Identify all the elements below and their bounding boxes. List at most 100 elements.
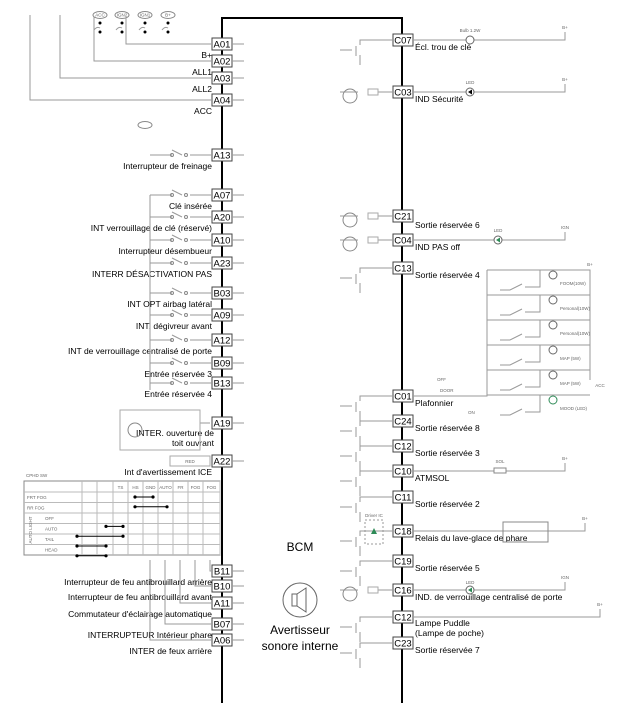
pin-id: C03 [394, 88, 411, 99]
switch-arm [138, 26, 146, 31]
mosfet-driver-icon [340, 642, 393, 668]
pin-id: A13 [214, 151, 231, 162]
pin-id: A23 [214, 259, 231, 270]
switch-icon [150, 234, 212, 241]
bulb-icon [548, 320, 558, 330]
switch-contact [170, 291, 174, 295]
pin-label: INTER de feux arrière [129, 646, 212, 656]
supply-wire [413, 32, 566, 41]
table-dot [75, 544, 79, 548]
supply-label: B+ [562, 456, 568, 461]
pin-label: IND. de verrouillage centralisé de porte [415, 592, 563, 602]
relay-icon [502, 521, 549, 543]
pin-label: INT verrouillage de clé (réservé) [91, 223, 212, 233]
switch-contact [184, 193, 188, 197]
room-lamp-supply-b: B+ [587, 262, 593, 267]
pin-id: A19 [214, 419, 231, 430]
bulb-icon [548, 370, 558, 380]
pin-label: Plafonnier [415, 398, 453, 408]
table-dot [104, 544, 108, 548]
pin-label: ATMSOL [415, 473, 450, 483]
pin-label: INT. dégivreur avant [136, 321, 213, 331]
ignition-terminal [160, 11, 176, 19]
contact-dot [143, 21, 147, 25]
switch-icon [500, 395, 541, 416]
resistor-icon [367, 212, 379, 220]
supply-label: B+ [597, 602, 603, 607]
table-column-header: FOG [207, 485, 217, 490]
pin-label: Sortie réservée 4 [415, 270, 480, 280]
resistor-icon [367, 236, 379, 244]
ignition-terminal-label: B+ [165, 13, 171, 18]
table-dot [133, 495, 137, 499]
pin-id: B13 [214, 379, 231, 390]
contact-dot [98, 30, 102, 34]
pin-label: Sortie réservée 3 [415, 448, 480, 458]
ignition-terminal [92, 11, 108, 19]
pin-id: B10 [214, 582, 231, 593]
mosfet-driver-icon [340, 395, 393, 421]
mosfet-driver-icon [340, 39, 393, 65]
room-lamp-supply-acc: ACC [595, 383, 605, 388]
table-column-header: GND [146, 485, 157, 490]
pin-label: Relais du lave-glace de phare [415, 533, 528, 543]
ignition-terminal-label: IGN1 [140, 13, 151, 18]
pin-label: B+ [201, 50, 212, 60]
pin-label: Lampe Puddle [415, 618, 470, 628]
contact-dot [166, 30, 170, 34]
pin-label: Interrupteur de freinage [123, 161, 212, 171]
room-lamp-label: MOOD (LED) [560, 406, 588, 411]
switch-icon [500, 295, 541, 316]
supply-label: B+ [582, 516, 588, 521]
pin-label-line2: (Lampe de poche) [415, 628, 484, 638]
supply-label: IGN [561, 225, 569, 230]
room-lamp-label: Personal(10W) [560, 331, 591, 336]
wire [194, 560, 212, 587]
switch-icon [150, 287, 212, 294]
switch-icon [500, 345, 541, 366]
load-label: SOL [495, 459, 505, 464]
pin-label: ACC [194, 106, 212, 116]
pin-id: C16 [394, 586, 411, 597]
pin-id: C01 [394, 392, 411, 403]
table-title: CPHD SW [26, 473, 48, 478]
bcm-module-outline [221, 17, 403, 703]
contact-dot [98, 21, 102, 25]
pin-id: C13 [394, 264, 411, 275]
brake-supply-icon [137, 121, 153, 129]
wire [209, 560, 212, 572]
mosfet-driver-icon [340, 616, 393, 642]
switch-icon [500, 370, 541, 391]
supply-label: IGN [561, 575, 569, 580]
led-arrow [468, 89, 472, 95]
supply-wire [413, 609, 601, 618]
table-dot [75, 534, 79, 538]
switch-contact [184, 238, 188, 242]
wire [149, 560, 212, 641]
supply-wire [413, 232, 566, 241]
supply-wire [413, 463, 566, 472]
table-column-header: HS [132, 485, 138, 490]
transistor-icon [342, 212, 358, 228]
pin-id: A12 [214, 336, 231, 347]
a22-red-box: RED [185, 459, 195, 464]
pin-id: A09 [214, 311, 231, 322]
switch-icon [500, 270, 541, 291]
supply-label: B+ [562, 77, 568, 82]
solenoid-icon [493, 467, 507, 474]
pin-id: C12 [394, 613, 411, 624]
pin-label-line2: toit ouvrant [172, 438, 215, 448]
resistor-icon [367, 88, 379, 96]
